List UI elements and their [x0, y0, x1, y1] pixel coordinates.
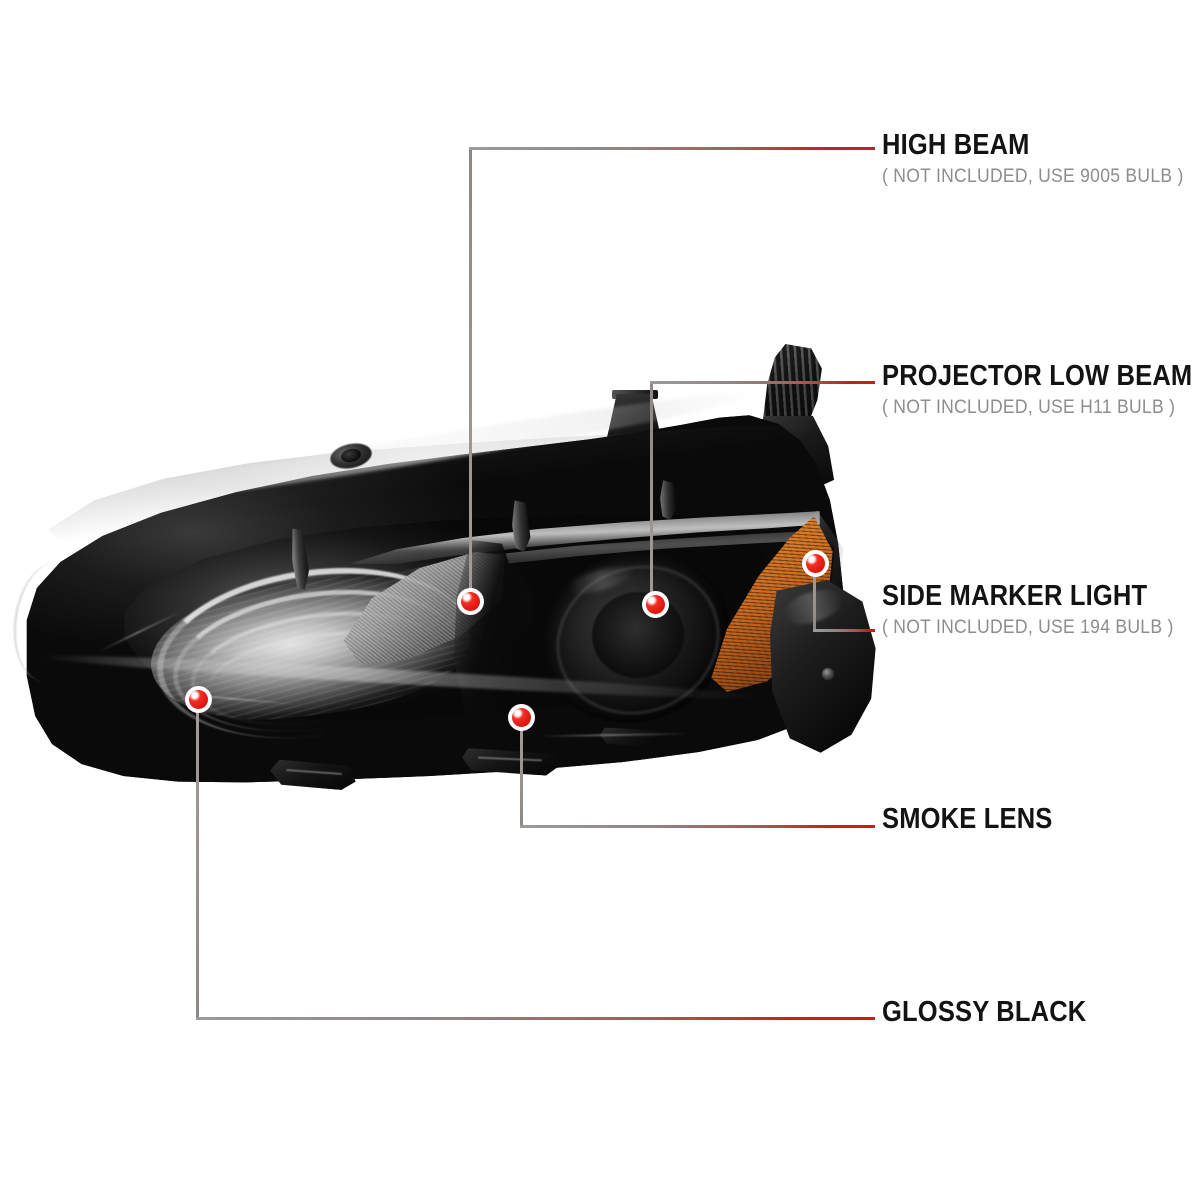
callout-marker-high-beam[interactable]: [457, 588, 484, 615]
callout-title-glossy-black: GLOSSY BLACK: [882, 996, 1087, 1028]
callout-marker-smoke-lens[interactable]: [508, 704, 535, 731]
callout-label-side-marker-light: SIDE MARKER LIGHT ( NOT INCLUDED, USE 19…: [882, 582, 1200, 638]
callout-label-smoke-lens: SMOKE LENS: [882, 805, 1076, 834]
screw-hole-icon: [822, 668, 834, 680]
callout-title-projector-low-beam: PROJECTOR LOW BEAM: [882, 360, 1193, 392]
leader-line-smoke-lens-vertical: [520, 726, 523, 827]
leader-line-glossy-black-horizontal: [196, 1017, 875, 1020]
leader-line-side-marker-vertical: [813, 572, 816, 632]
leader-line-high-beam-horizontal: [469, 147, 875, 150]
leader-line-projector-horizontal: [650, 381, 875, 384]
callout-marker-glossy-black[interactable]: [185, 686, 212, 713]
callout-label-projector-low-beam: PROJECTOR LOW BEAM ( NOT INCLUDED, USE H…: [882, 362, 1200, 418]
callout-subtitle-projector-low-beam: ( NOT INCLUDED, USE H11 BULB ): [882, 396, 1176, 418]
bottom-tab-3: [600, 727, 660, 746]
headlight-assembly-image: [0, 330, 880, 830]
callout-label-glossy-black: GLOSSY BLACK: [882, 998, 1114, 1027]
housing-nose-edge: [7, 558, 94, 686]
callout-subtitle-high-beam: ( NOT INCLUDED, USE 9005 BULB ): [882, 165, 1184, 187]
callout-marker-projector-low-beam[interactable]: [642, 591, 669, 618]
callout-marker-side-marker-light[interactable]: [802, 550, 829, 577]
callout-title-high-beam: HIGH BEAM: [882, 129, 1030, 161]
leader-line-high-beam-vertical: [469, 148, 472, 603]
callout-title-side-marker-light: SIDE MARKER LIGHT: [882, 580, 1148, 612]
leader-line-side-marker-horizontal: [813, 629, 875, 632]
callout-title-smoke-lens: SMOKE LENS: [882, 803, 1053, 835]
leader-line-smoke-lens-horizontal: [520, 825, 875, 828]
leader-line-glossy-black-vertical: [196, 708, 199, 1019]
leader-line-projector-vertical: [650, 382, 653, 606]
callout-subtitle-side-marker-light: ( NOT INCLUDED, USE 194 BULB ): [882, 616, 1174, 638]
callout-label-high-beam: HIGH BEAM ( NOT INCLUDED, USE 9005 BULB …: [882, 131, 1200, 187]
